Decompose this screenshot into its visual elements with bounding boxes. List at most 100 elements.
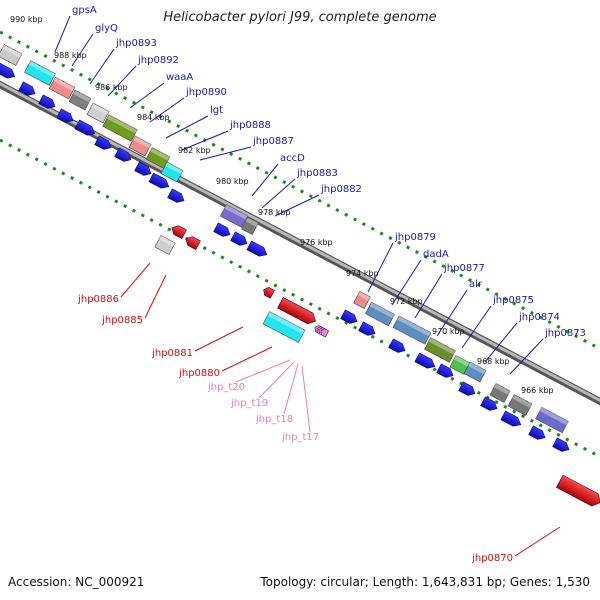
leader-line [509, 338, 544, 375]
blue-gene-arrow [480, 396, 498, 411]
leader-line [120, 262, 151, 298]
gene-box [365, 301, 395, 327]
gene-label: jhp0879 [394, 232, 436, 243]
blue-gene-arrow [552, 437, 570, 452]
blue-gene-arrow [340, 309, 358, 324]
gene-box [463, 361, 487, 383]
gene-label: jhp0875 [492, 295, 534, 306]
blue-gene-arrow [38, 94, 56, 109]
leader-line [89, 48, 115, 85]
gene-label: jhp0881 [151, 348, 193, 359]
blue-gene-arrow [114, 147, 132, 162]
tick-label: 990 kbp [10, 15, 43, 24]
leader-line [484, 322, 518, 363]
gene-label: jhp0890 [185, 87, 227, 98]
kbp-ticks: 990 kbp 988 kbp 986 kbp 984 kbp 982 kbp 980 k… [10, 15, 554, 395]
blue-gene-arrow [0, 62, 16, 79]
gene-label: jhp_t20 [207, 382, 245, 393]
gene-label: jhp0882 [320, 184, 362, 195]
blue-gene-arrow [246, 240, 268, 257]
blue-gene-arrow [436, 363, 454, 378]
gene-label: jhp0877 [443, 263, 485, 274]
leader-line [235, 359, 291, 383]
blue-gene-arrow [414, 352, 436, 369]
tick-label: 980 kbp [216, 177, 249, 186]
blue-gene-arrow [500, 410, 522, 427]
gene-label: glyQ [95, 23, 118, 34]
gene-box [48, 76, 76, 100]
gene-label: jhp0888 [229, 120, 271, 131]
gene-box [424, 337, 456, 363]
blue-gene-arrow [458, 381, 476, 396]
gene-label: jhp0870 [471, 553, 513, 564]
gene-box [219, 204, 249, 228]
accession-text: Accession: NC_000921 [8, 575, 144, 589]
leader-line [258, 361, 295, 399]
gene-box [535, 406, 569, 434]
leader-line [194, 326, 244, 352]
gene-box [0, 44, 23, 66]
gene-box [24, 60, 56, 86]
tick-label: 968 kbp [477, 357, 510, 366]
genome-summary-text: Topology: circular; Length: 1,643,831 bp… [259, 575, 590, 589]
gene-label: waaA [166, 72, 193, 83]
tick-label: 966 kbp [521, 386, 554, 395]
tick-label: 976 kbp [300, 238, 333, 247]
gene-label: lgt [210, 105, 223, 116]
gene-label: jhp0892 [137, 55, 179, 66]
leader-line [71, 33, 94, 67]
gene-label: jhp_t17 [281, 432, 319, 443]
gene-box [128, 135, 152, 157]
tick-label: 982 kbp [178, 146, 211, 155]
leader-line [149, 97, 185, 123]
leader-line [181, 130, 229, 151]
tick-label: 970 kbp [432, 327, 465, 336]
blue-gene-arrow [18, 81, 36, 96]
leader-line [283, 363, 299, 415]
gene-labels: gpsAglyQjhp0893jhp0892waaAjhp0890lgtjhp0… [72, 5, 586, 564]
blue-gene-arrow [230, 231, 248, 246]
blue-gene-arrow [74, 119, 96, 136]
gene-label: jhp_t19 [230, 398, 268, 409]
gene-features [0, 44, 600, 507]
red-gene-arrow [171, 225, 187, 240]
gene-box [86, 102, 110, 124]
tick-label: 986 kbp [95, 83, 128, 92]
leader-line [301, 365, 311, 433]
gene-box [262, 311, 306, 343]
red-gene-arrow [277, 297, 316, 325]
tick-label: 974 kbp [346, 269, 379, 278]
gene-label: jhp_t18 [255, 414, 293, 425]
tick-label: 984 kbp [137, 113, 170, 122]
leader-line [54, 15, 71, 53]
leader-line [251, 163, 279, 197]
leader-line [274, 194, 320, 217]
leader-line [514, 526, 561, 557]
blue-gene-arrow [94, 135, 112, 150]
gene-label: jhp0893 [115, 38, 157, 49]
gene-label: dadA [423, 249, 449, 260]
blue-gene-arrow [148, 172, 170, 189]
leader-line [436, 289, 468, 337]
tick-label: 978 kbp [258, 208, 291, 217]
gene-label: jhp0880 [178, 368, 220, 379]
gene-box [160, 161, 184, 183]
gene-label: alr [469, 279, 483, 290]
gene-box [353, 291, 371, 309]
leader-line [221, 346, 273, 372]
map-title: Helicobacter pylori J99, complete genome [163, 10, 436, 25]
gene-box [507, 394, 533, 416]
leader-line [461, 305, 492, 349]
leader-line [144, 274, 167, 319]
tick-label: 972 kbp [390, 297, 423, 306]
tick-label: 988 kbp [54, 51, 87, 60]
leader-line [165, 115, 209, 139]
gene-label: jhp0873 [544, 328, 586, 339]
blue-gene-arrow [388, 338, 406, 353]
gene-box [154, 235, 176, 255]
gene-box [489, 383, 511, 403]
gene-label: accD [280, 153, 305, 164]
blue-gene-arrow [56, 108, 74, 123]
gene-box [102, 114, 138, 142]
gene-box [241, 217, 259, 235]
